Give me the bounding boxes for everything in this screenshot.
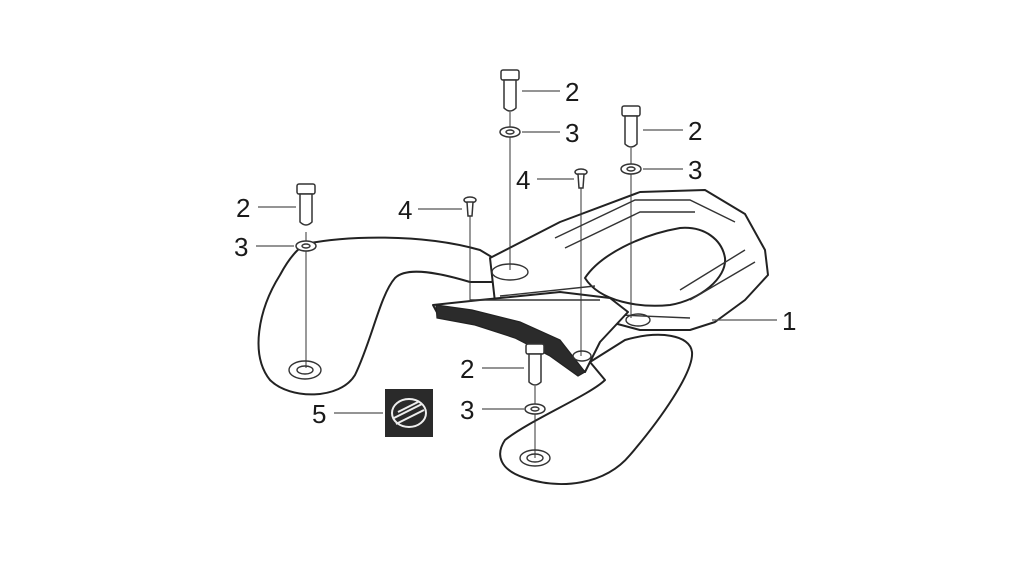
bolt-bottom: [525, 343, 545, 386]
callout-1: 1: [782, 306, 796, 336]
callout-3-bottom: 3: [460, 395, 474, 425]
bolt-right: [621, 105, 641, 148]
bolt-left: [296, 183, 316, 226]
callout-4-left: 4: [398, 195, 412, 225]
screw-left: [463, 196, 477, 217]
callout-2-left: 2: [236, 193, 250, 223]
assembly-axes: [305, 112, 632, 458]
callout-2-bottom: 2: [460, 354, 474, 384]
callout-2-top-center: 2: [565, 77, 579, 107]
callout-3-top-center: 3: [565, 118, 579, 148]
washer-bottom: [524, 403, 546, 415]
washer-top-center: [499, 126, 521, 138]
leader-lines: [256, 90, 777, 414]
callout-2-right: 2: [688, 116, 702, 146]
emblem-badge: [385, 389, 433, 437]
washer-right: [620, 163, 642, 175]
callout-5: 5: [312, 399, 326, 429]
callout-4-right: 4: [516, 165, 530, 195]
bolt-top-center: [500, 69, 520, 112]
callout-3-left: 3: [234, 232, 248, 262]
rear-carrier-rack: [257, 189, 769, 486]
screw-right: [574, 168, 588, 189]
washer-left: [295, 240, 317, 252]
callout-3-right: 3: [688, 155, 702, 185]
